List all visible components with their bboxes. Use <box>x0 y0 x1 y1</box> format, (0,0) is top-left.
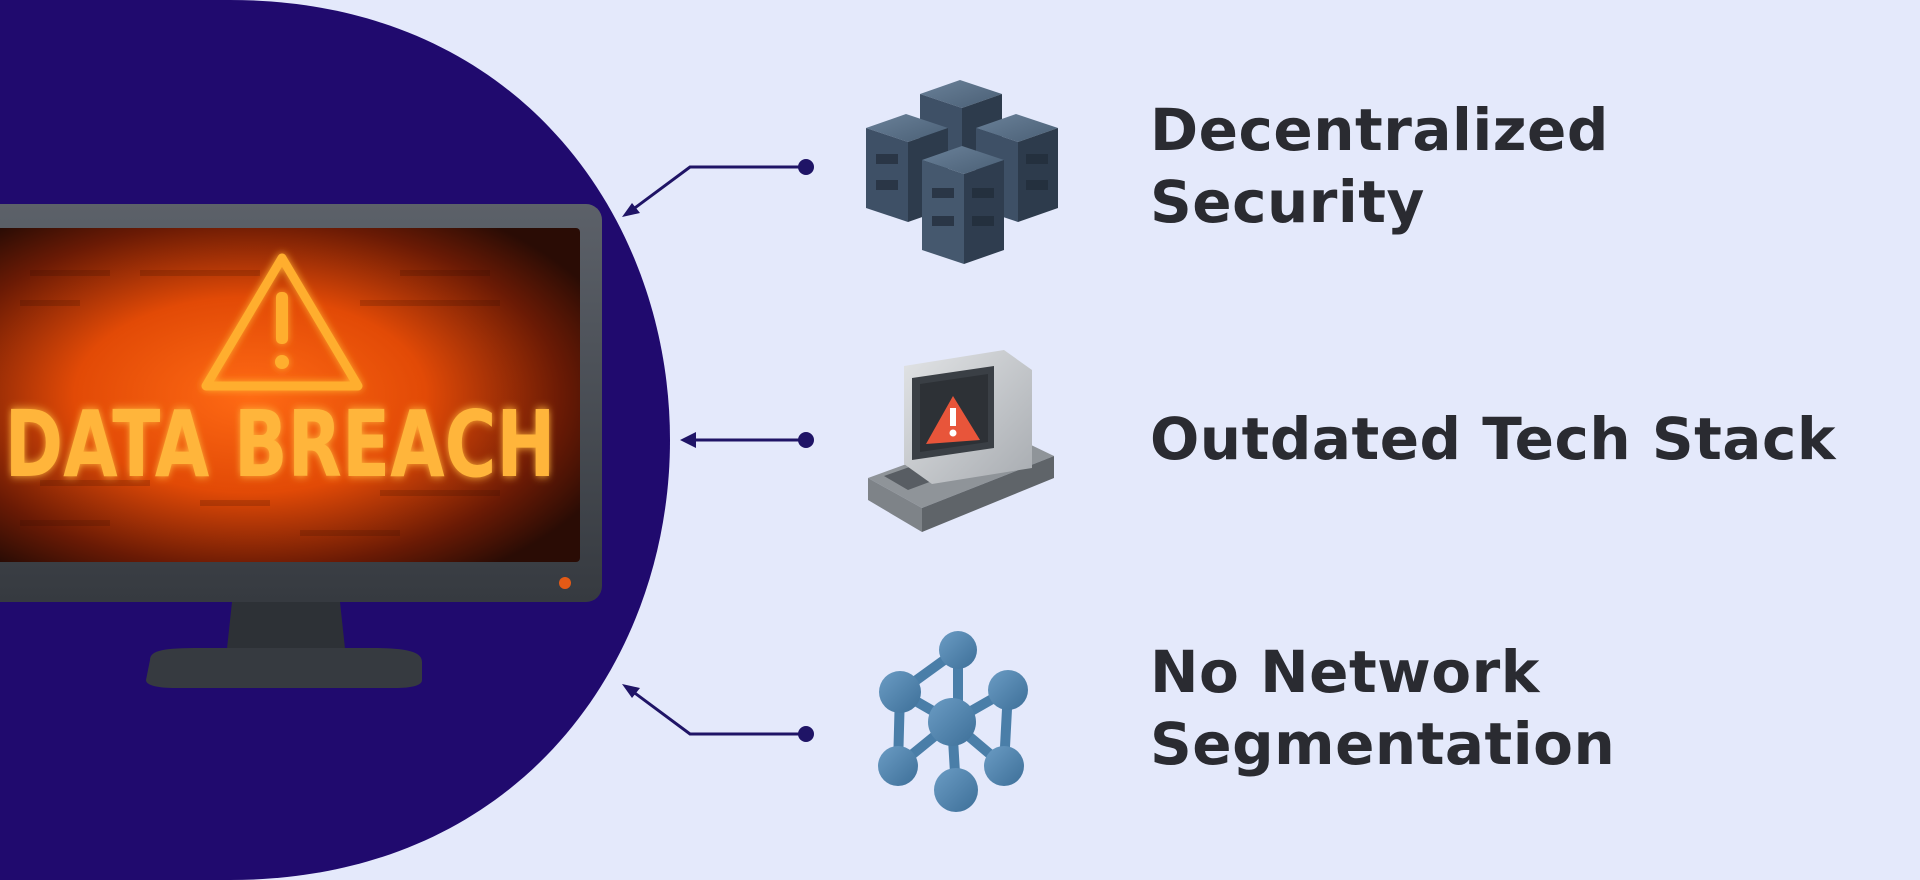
cause-label-outdated-tech-stack: Outdated Tech Stack <box>1150 403 1836 475</box>
old-computer-warning-icon <box>868 350 1054 532</box>
connector-1-dot <box>798 159 814 175</box>
power-led-icon <box>559 577 571 589</box>
monitor <box>0 204 602 688</box>
connector-3-dot <box>798 726 814 742</box>
connector-2-dot <box>798 432 814 448</box>
screen-text: DATA BREACH <box>5 392 556 499</box>
connector-3-arrowhead <box>622 684 640 698</box>
connector-2-arrowhead <box>680 432 696 448</box>
cause-3-line-1: No Network <box>1150 638 1540 706</box>
cause-3-line-2: Segmentation <box>1150 710 1616 778</box>
server-cluster-icon <box>866 80 1058 264</box>
cause-label-decentralized-security: Decentralized Security <box>1150 94 1609 238</box>
network-node-dots <box>878 631 1028 812</box>
connector-1-arrowhead <box>622 203 640 217</box>
connector-1 <box>627 165 806 215</box>
cause-label-no-network-segmentation: No Network Segmentation <box>1150 636 1615 780</box>
cause-1-line-1: Decentralized <box>1150 96 1609 164</box>
cause-2-line-1: Outdated Tech Stack <box>1150 405 1836 473</box>
cause-1-line-2: Security <box>1150 168 1425 236</box>
warning-triangle-icon <box>201 253 363 391</box>
monitor-screen <box>0 228 580 562</box>
connector-3 <box>627 686 806 736</box>
